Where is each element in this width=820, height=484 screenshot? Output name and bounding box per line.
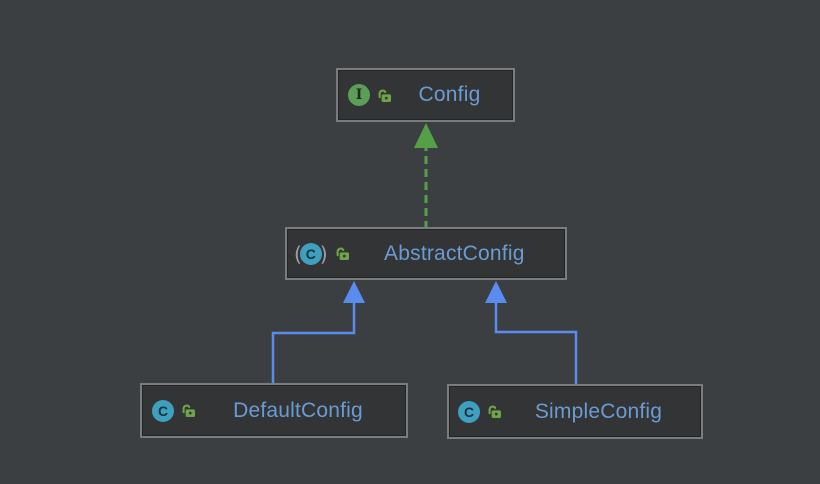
class-icon: C [458, 400, 480, 423]
node-simple-config[interactable]: C SimpleConfig [447, 384, 703, 439]
node-default-config[interactable]: C DefaultConfig [140, 383, 408, 438]
abstract-paren-close: ) [319, 241, 328, 266]
node-label-default-config: DefaultConfig [233, 398, 363, 422]
public-lock-icon [181, 403, 196, 418]
abstract-paren-open: ( [294, 241, 302, 266]
class-icon-letter: C [157, 402, 169, 419]
class-icon: C [299, 242, 322, 265]
node-config[interactable]: I Config [336, 68, 515, 122]
abstract-class-icon: ( C ) [294, 241, 328, 266]
public-lock-icon [335, 246, 350, 261]
edge-implements-abstractconfig-to-config [414, 123, 438, 229]
interface-icon-letter: I [355, 87, 363, 103]
class-icon-letter: C [463, 403, 475, 420]
node-label-simple-config: SimpleConfig [534, 399, 663, 423]
public-lock-icon [487, 404, 502, 419]
public-lock-icon [377, 88, 392, 103]
class-icon-letter: C [305, 245, 316, 262]
node-label-abstract-config: AbstractConfig [384, 241, 525, 265]
node-abstract-config[interactable]: ( C ) AbstractConfig [285, 227, 567, 280]
edge-extends-simpleconfig-to-abstractconfig [485, 281, 578, 385]
class-icon: C [152, 399, 174, 422]
edge-extends-defaultconfig-to-abstractconfig [271, 281, 365, 384]
node-label-config: Config [418, 83, 481, 106]
interface-icon: I [348, 84, 370, 106]
